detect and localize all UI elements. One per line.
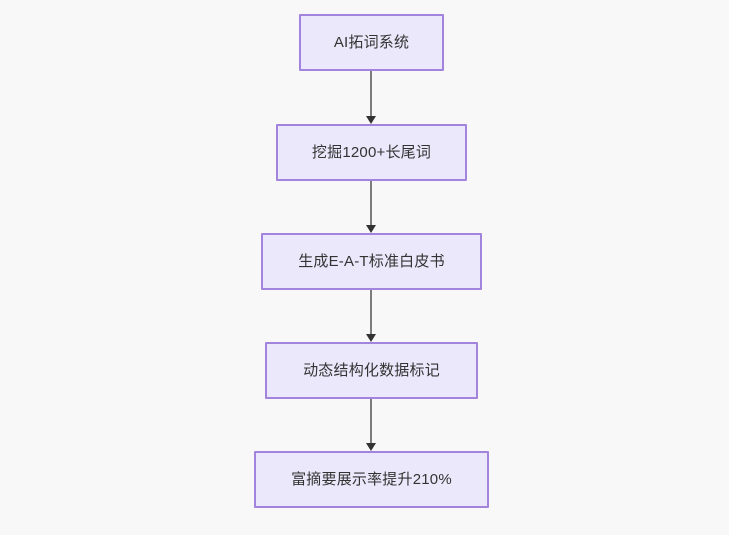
edge-line: [370, 71, 372, 116]
edge-line: [370, 399, 372, 443]
arrow-head-icon: [366, 334, 376, 342]
arrow-head-icon: [366, 116, 376, 124]
flow-node-rich-snippet-rate-increase[interactable]: 富摘要展示率提升210%: [254, 451, 489, 508]
flow-node-label: 富摘要展示率提升210%: [291, 470, 452, 488]
flow-node-dynamic-structured-data-markup[interactable]: 动态结构化数据标记: [265, 342, 478, 399]
edge-line: [370, 290, 372, 334]
flow-node-label: 生成E-A-T标准白皮书: [298, 252, 445, 270]
flow-node-mine-longtail-keywords[interactable]: 挖掘1200+长尾词: [276, 124, 467, 181]
flow-node-ai-keyword-system[interactable]: AI拓词系统: [299, 14, 444, 71]
edge-line: [370, 181, 372, 225]
flow-node-label: 动态结构化数据标记: [303, 361, 440, 379]
arrow-head-icon: [366, 225, 376, 233]
flow-node-label: AI拓词系统: [333, 33, 410, 51]
arrow-head-icon: [366, 443, 376, 451]
flow-node-label: 挖掘1200+长尾词: [311, 143, 432, 161]
flow-node-generate-eat-whitepaper[interactable]: 生成E-A-T标准白皮书: [261, 233, 482, 290]
